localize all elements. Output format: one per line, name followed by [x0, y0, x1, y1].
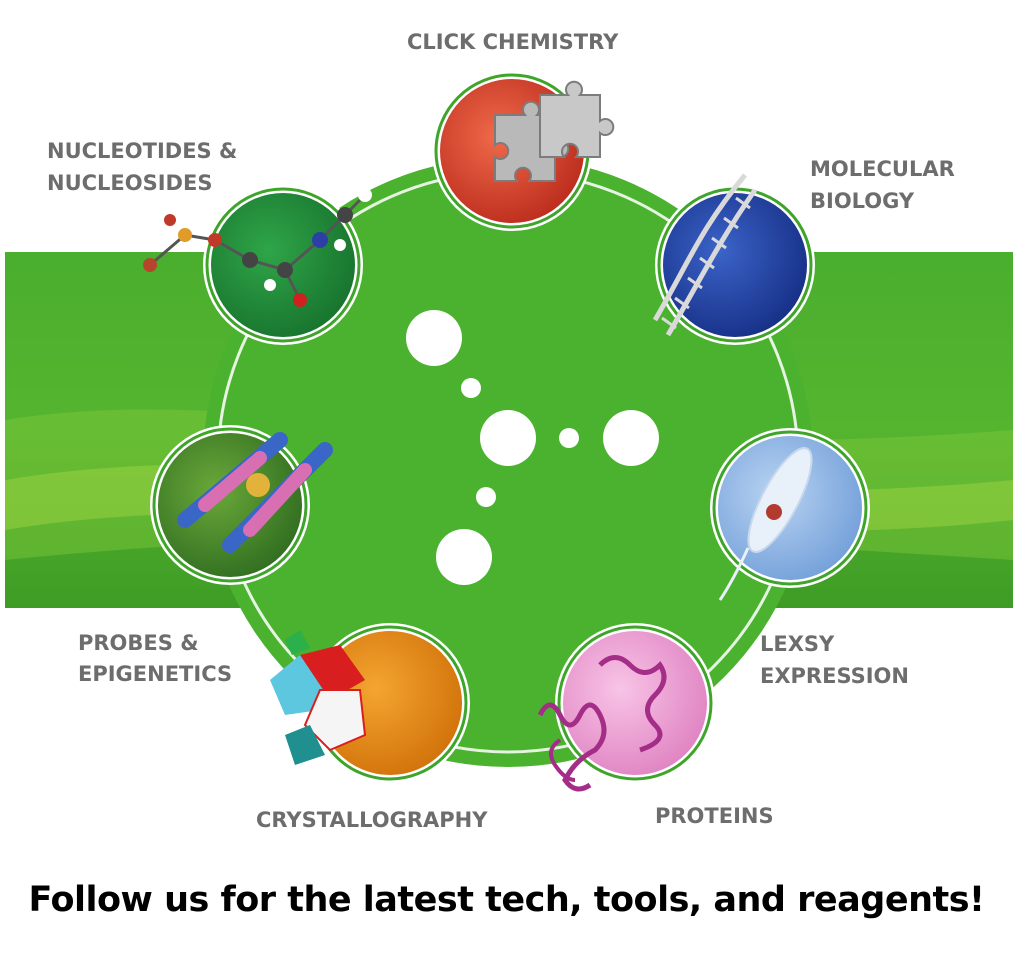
node-lexsy-expression: [710, 428, 870, 601]
node-proteins: [537, 623, 715, 792]
node-probes-epigenetics: [150, 425, 333, 585]
label-lexsy-line1: LEXSY: [760, 632, 835, 656]
dna-helix-icon: [652, 173, 758, 337]
node-molecular-biology: [652, 173, 815, 345]
nucleotide-molecule-icon: [143, 188, 372, 307]
label-nucleotides-line2: NUCLEOSIDES: [47, 171, 212, 195]
node-crystallography: [270, 623, 470, 783]
label-molecular-line1: MOLECULAR: [810, 157, 955, 181]
node-nucleotides: [143, 185, 372, 345]
label-click-chemistry: CLICK CHEMISTRY: [407, 30, 619, 54]
crystal-icon: [270, 630, 367, 765]
puzzle-icon: [494, 80, 615, 182]
protein-ribbon-icon: [537, 655, 667, 792]
logo-dots: [406, 310, 659, 585]
node-click-chemistry: [432, 71, 615, 231]
tagline: Follow us for the latest tech, tools, an…: [28, 880, 985, 920]
label-proteins: PROTEINS: [655, 804, 774, 828]
label-molecular-line2: BIOLOGY: [810, 189, 915, 213]
label-nucleotides-line1: NUCLEOTIDES &: [47, 139, 237, 163]
label-lexsy-line2: EXPRESSION: [760, 664, 909, 688]
chromosome-icon: [177, 432, 333, 553]
label-probes-line1: PROBES &: [78, 631, 199, 655]
parasite-cell-icon: [718, 447, 813, 601]
label-crystallography: CRYSTALLOGRAPHY: [256, 808, 488, 832]
label-probes-line2: EPIGENETICS: [78, 662, 232, 686]
